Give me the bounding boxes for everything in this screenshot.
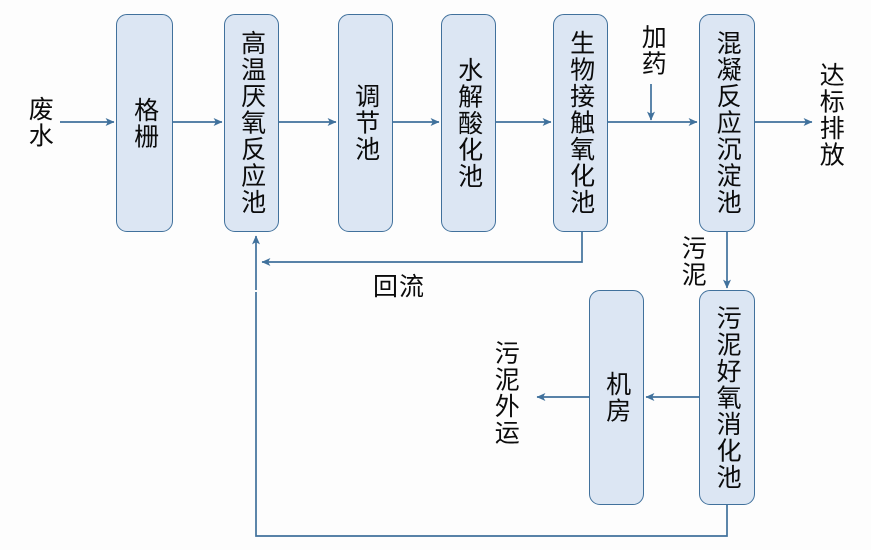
node-hydrolysis-acidification-tank-label: 水解酸化池 <box>454 56 483 190</box>
node-equalization-tank-label: 调节池 <box>351 83 380 163</box>
node-grille[interactable]: 格栅 <box>116 14 173 232</box>
label-influent: 废水 <box>25 96 54 149</box>
node-high-temp-anaerobic-reactor[interactable]: 高温厌氧反应池 <box>224 14 279 232</box>
label-sludge: 污泥 <box>678 235 707 288</box>
node-biological-contact-oxidation-tank-label: 生物接触氧化池 <box>566 30 595 216</box>
node-coagulation-sedimentation-tank-label: 混凝反应沉淀池 <box>713 30 742 216</box>
node-sludge-aerobic-digestion-tank[interactable]: 污泥好氧消化池 <box>699 290 755 505</box>
node-hydrolysis-acidification-tank[interactable]: 水解酸化池 <box>441 14 496 232</box>
node-machine-room[interactable]: 机房 <box>589 290 644 505</box>
node-coagulation-sedimentation-tank[interactable]: 混凝反应沉淀池 <box>699 14 755 232</box>
label-dosing: 加药 <box>638 24 667 77</box>
node-sludge-aerobic-digestion-tank-label: 污泥好氧消化池 <box>713 304 742 491</box>
node-grille-label: 格栅 <box>130 96 159 150</box>
node-biological-contact-oxidation-tank[interactable]: 生物接触氧化池 <box>553 14 608 232</box>
node-machine-room-label: 机房 <box>602 371 631 424</box>
node-equalization-tank[interactable]: 调节池 <box>338 14 393 232</box>
node-high-temp-anaerobic-reactor-label: 高温厌氧反应池 <box>237 30 266 216</box>
label-sludge-haulage: 污泥外运 <box>491 340 520 446</box>
label-effluent-compliant-discharge: 达标排放 <box>816 62 845 168</box>
label-return-flow: 回流 <box>373 273 426 301</box>
wire-return-biocontact-to-anaerobic <box>261 232 583 266</box>
